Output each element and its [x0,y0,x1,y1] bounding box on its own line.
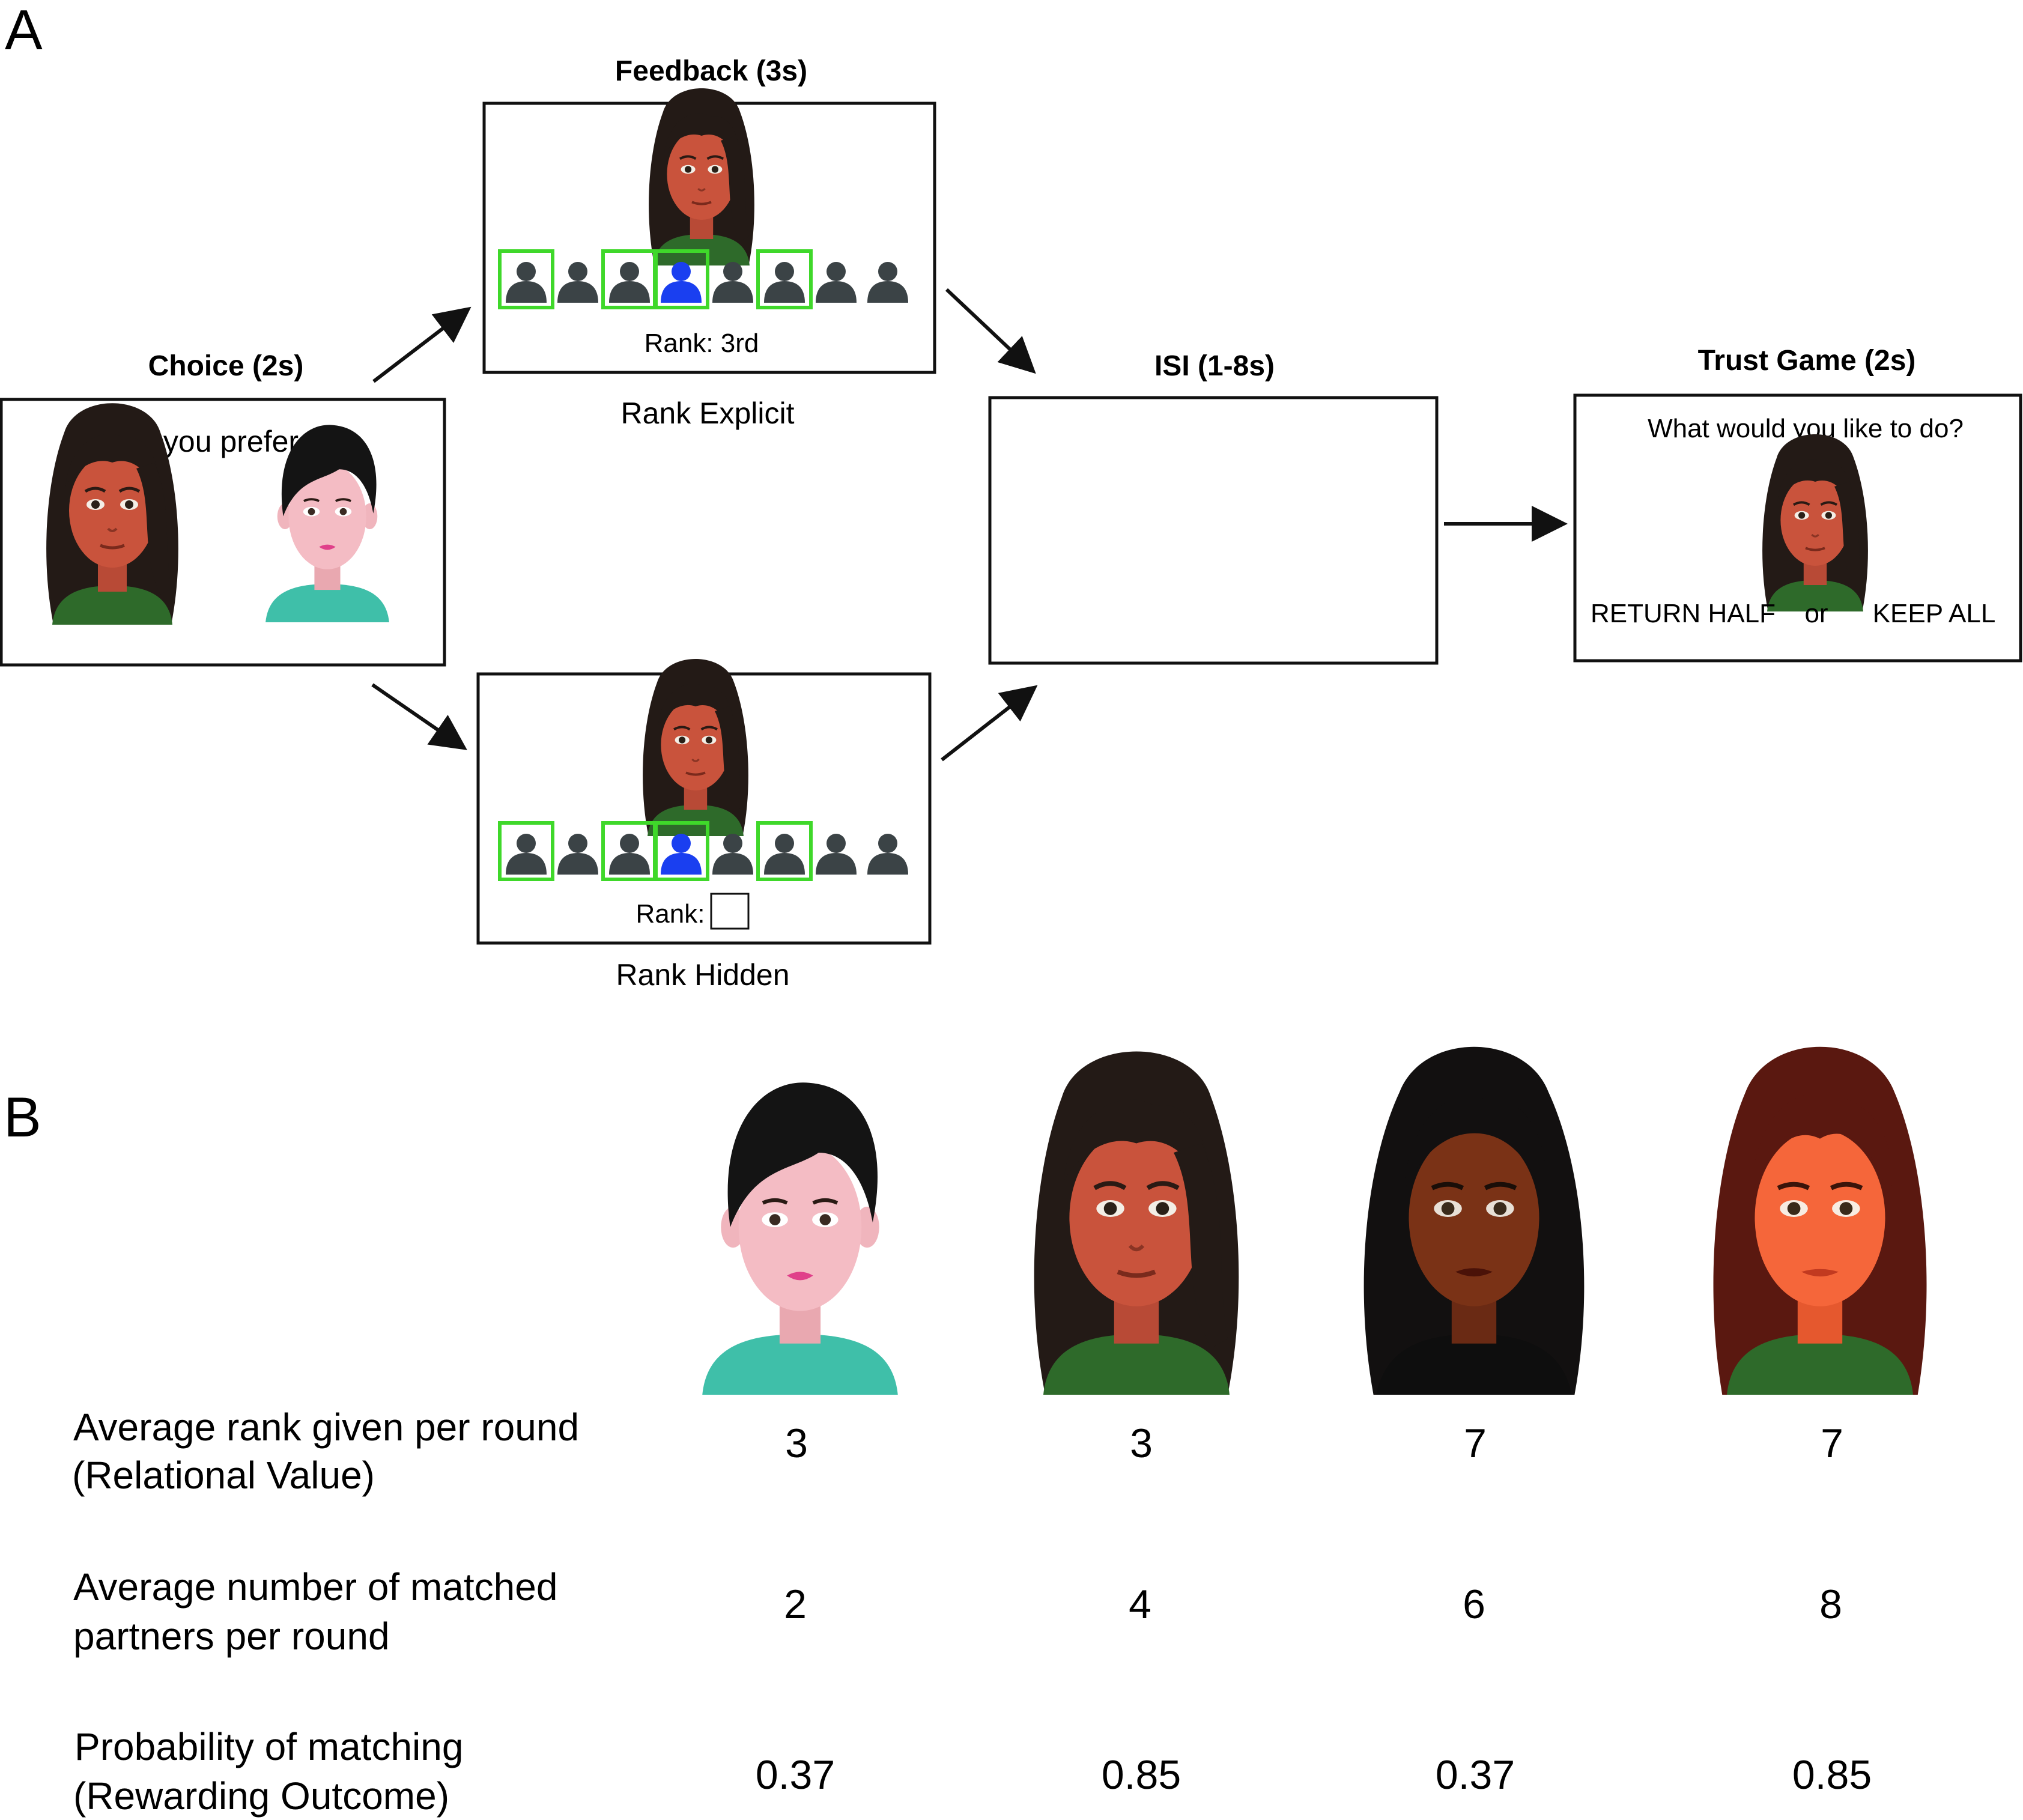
row2-value: 4 [1129,1582,1151,1627]
hidden-stage: Rank: Rank Hidden [476,659,932,992]
row1-value: 7 [1464,1421,1487,1466]
choice-avatar-red [46,403,178,625]
feedback-rank-text: Rank: 3rd [645,329,759,358]
hidden-caption: Rank Hidden [616,958,789,992]
row3-label-line2: (Rewarding Outcome) [73,1774,449,1818]
row3-value: 0.85 [1792,1752,1872,1798]
trust-option-return: RETURN HALF [1591,599,1776,628]
choice-stage: Choice (2s) Do you prefer.... [0,350,446,667]
rank-highlight-box [756,249,813,309]
feedback-caption: Rank Explicit [621,396,795,430]
hidden-avatar [643,659,748,836]
feedback-avatar [649,88,754,265]
arrow-feedback-to-isi [945,288,1036,374]
row2-label-line2: partners per round [73,1615,390,1658]
row1-value: 3 [785,1421,808,1466]
row1-label-line2: (Relational Value) [72,1454,375,1497]
row2-value: 6 [1463,1582,1485,1627]
feedback-rank-row [498,249,908,309]
row3-value: 0.85 [1102,1752,1181,1798]
row3-label-line1: Probability of matching [74,1725,463,1768]
isi-title: ISI (1-8s) [1154,350,1275,382]
arrow-choice-to-feedback [372,306,472,383]
row3-value: 0.37 [756,1752,835,1798]
trust-stage: Trust Game (2s) What would you like to d… [1573,345,2022,663]
row2-value: 2 [784,1582,807,1627]
feedback-stage: Feedback (3s) Rank: 3rd Rank Explicit [482,55,936,430]
row1-value: 7 [1821,1421,1843,1466]
rank-highlight-box [756,821,813,881]
row1-value: 3 [1130,1421,1153,1466]
avatar-orange-auburn-hair [1713,1047,1926,1395]
arrow-hidden-to-isi [941,685,1038,762]
feedback-title: Feedback (3s) [615,55,807,87]
panel-a-letter: A [5,0,43,61]
panel-b-letter: B [4,1085,41,1148]
avatar-dark-black-hair [1364,1047,1585,1395]
isi-stage: ISI (1-8s) [988,350,1439,665]
trust-title: Trust Game (2s) [1698,345,1916,377]
rank-highlight-box [498,249,554,309]
hidden-rank-text: Rank: [636,899,705,929]
row-relational-value: Average rank given per round (Relational… [72,1406,1843,1497]
avatar-red-curly-hair [1034,1051,1239,1395]
isi-screen [988,396,1439,665]
flow-arrows [371,288,1568,762]
rank-highlight-box [653,821,709,881]
hidden-rank-box [710,893,750,930]
trust-option-keep: KEEP ALL [1873,599,1996,628]
rank-highlight-box [653,249,709,309]
hidden-rank-row [498,821,908,881]
row-rewarding-outcome: Probability of matching (Rewarding Outco… [73,1725,1872,1818]
rank-highlight-box [498,821,554,881]
row2-label-line1: Average number of matched [73,1565,557,1609]
row-matched-partners: Average number of matched partners per r… [73,1565,1842,1658]
trust-avatar [1762,434,1868,611]
avatar-row [702,1047,1926,1395]
trust-option-sep: or [1804,599,1828,628]
avatar-light-short-hair [702,1082,898,1395]
row2-value: 8 [1819,1582,1842,1627]
row3-value: 0.37 [1436,1752,1515,1798]
arrow-choice-to-hidden [371,683,467,750]
row1-label-line1: Average rank given per round [73,1406,579,1449]
choice-title: Choice (2s) [148,350,304,382]
